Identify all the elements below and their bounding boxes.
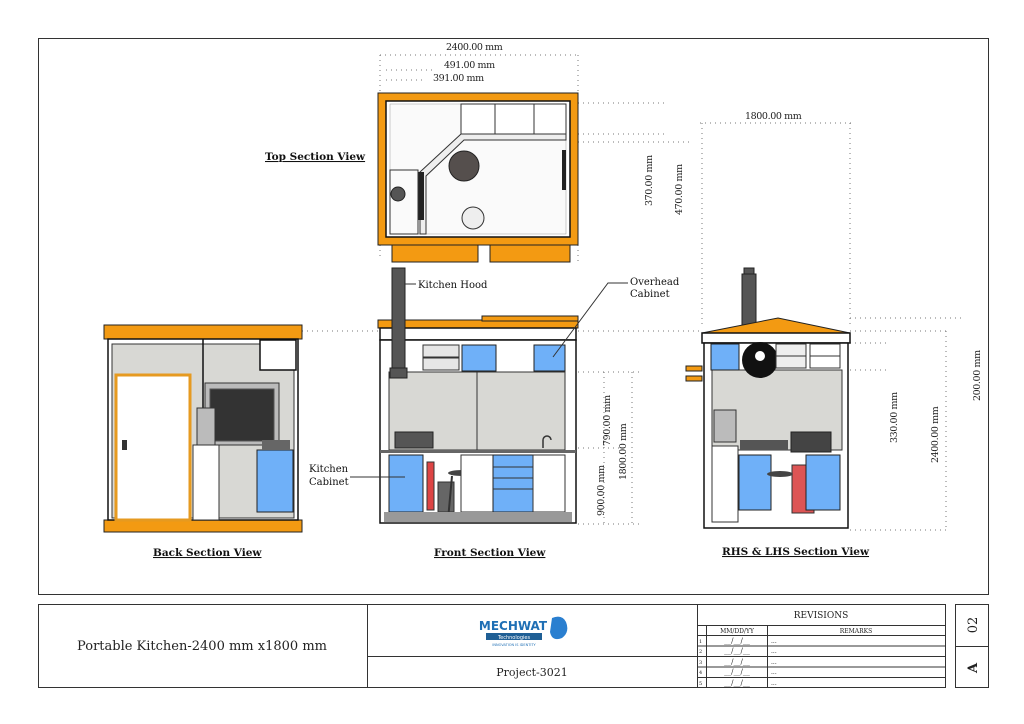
date-header: MM/DD/YY <box>720 628 755 635</box>
svg-text:__/__/__: __/__/__ <box>724 658 750 666</box>
dim-330: 330.00 mm <box>889 392 900 443</box>
revisions-header: REVISIONS <box>794 611 849 621</box>
dim-1800: 1800.00 mm <box>618 423 629 480</box>
dim-2400: 2400.00 mm <box>930 406 941 463</box>
dim-900: 900.00 mm <box>596 465 607 516</box>
view-title-side: RHS & LHS Section View <box>722 546 870 558</box>
svg-text:5: 5 <box>699 681 702 687</box>
title-block: Portable Kitchen-2400 mm x1800 mm MECHWA… <box>38 604 989 688</box>
callout-kitchen-hood: Kitchen Hood <box>418 280 488 291</box>
svg-text:__/__/__: __/__/__ <box>724 668 750 676</box>
dim-side-width: 1800.00 mm <box>745 111 802 122</box>
dim-370: 370.00 mm <box>644 155 655 206</box>
top-section-view: 2400.00 mm 491.00 mm 391.00 mm 370.00 mm… <box>265 42 690 265</box>
svg-text:3: 3 <box>699 660 702 666</box>
callout-overhead-2: Cabinet <box>630 289 670 300</box>
svg-text:__/__/__: __/__/__ <box>724 637 750 645</box>
svg-text:__/__/__: __/__/__ <box>724 647 750 655</box>
view-title-front: Front Section View <box>434 547 546 559</box>
svg-text:__/__/__: __/__/__ <box>724 679 750 687</box>
project-number: Project-3021 <box>496 666 568 679</box>
svg-text:4: 4 <box>699 670 702 676</box>
dim-391: 391.00 mm <box>433 73 484 84</box>
sheet-border <box>38 38 989 595</box>
dim-470: 470.00 mm <box>674 164 685 215</box>
view-title-back: Back Section View <box>153 547 262 559</box>
svg-text:...: ... <box>771 680 777 687</box>
revision-row: 1 __/__/__ ... <box>699 637 777 645</box>
callout-overhead-1: Overhead <box>630 277 680 288</box>
back-section-view: Back Section View <box>103 324 378 559</box>
revision-row: 4 __/__/__ ... <box>699 668 777 676</box>
svg-text:Technologies: Technologies <box>497 635 531 641</box>
svg-text:2: 2 <box>699 649 702 655</box>
dim-790: 790.00 mm <box>602 395 613 446</box>
sheet-size: A <box>966 662 981 674</box>
svg-text:INNOVATION IS IDENTITY: INNOVATION IS IDENTITY <box>492 643 536 647</box>
dim-top-width: 2400.00 mm <box>446 42 503 53</box>
sheet-number: 02 <box>966 617 981 634</box>
revision-row: 2 __/__/__ ... <box>699 647 777 655</box>
callout-kitchen-cabinet-1: Kitchen <box>309 464 349 475</box>
svg-text:MECHWAT: MECHWAT <box>479 619 548 633</box>
dim-200: 200.00 mm <box>972 350 983 401</box>
callout-kitchen-cabinet-2: Cabinet <box>309 477 349 488</box>
remarks-header: REMARKS <box>840 628 872 635</box>
front-section-view: Kitchen Hood Overhead Cabinet Kitchen Ca… <box>309 267 700 559</box>
revision-row: 5 __/__/__ ... <box>699 679 777 687</box>
dim-491: 491.00 mm <box>444 60 495 71</box>
view-title-top: Top Section View <box>265 151 366 163</box>
side-section-view: 1800.00 mm 330.00 mm 2400.00 mm 200.00 m… <box>685 111 983 558</box>
company-logo: MECHWAT Technologies INNOVATION IS IDENT… <box>479 616 568 647</box>
svg-text:...: ... <box>771 659 777 666</box>
svg-text:...: ... <box>771 638 777 645</box>
revision-row: 3 __/__/__ ... <box>699 658 777 666</box>
svg-text:...: ... <box>771 648 777 655</box>
svg-text:1: 1 <box>699 639 702 645</box>
svg-text:...: ... <box>771 669 777 676</box>
drawing-title: Portable Kitchen-2400 mm x1800 mm <box>77 639 327 654</box>
